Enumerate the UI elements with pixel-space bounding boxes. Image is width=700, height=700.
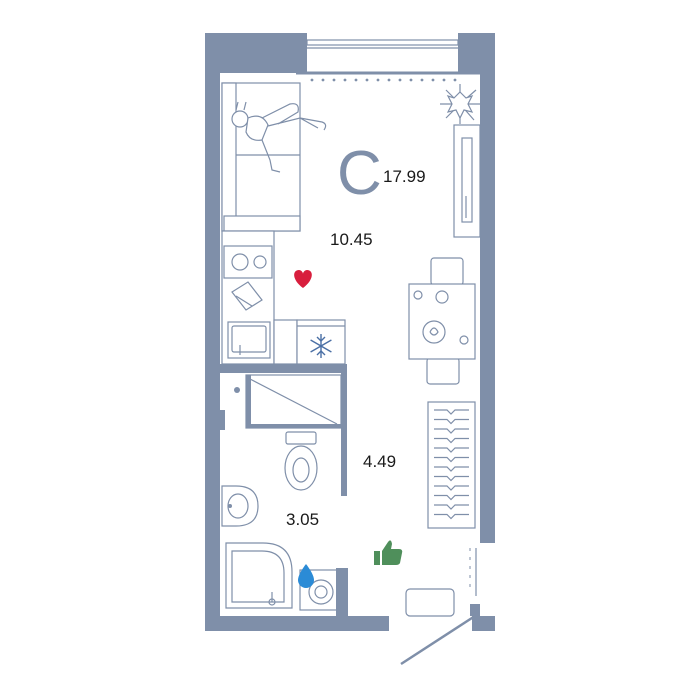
hall-panel [469, 548, 477, 596]
hanger [434, 437, 469, 444]
hanger [434, 513, 469, 520]
hanger [434, 428, 469, 434]
hanger [434, 418, 469, 425]
sofa[interactable] [221, 82, 327, 232]
total-area: 17.99 [383, 167, 426, 186]
water-drop-icon [298, 564, 314, 588]
radiator-dot [321, 78, 325, 82]
snowflake-icon [310, 334, 332, 358]
radiator-dot [332, 78, 336, 82]
entry-bench[interactable] [405, 588, 455, 617]
hanger [434, 504, 469, 510]
hanger [434, 475, 469, 482]
hanger [434, 456, 469, 463]
radiator-dot [453, 78, 457, 82]
radiator-dot [431, 78, 435, 82]
living-area-label: 10.45 [330, 230, 373, 249]
cutting-board-icon [231, 281, 263, 311]
radiator-dot [387, 78, 391, 82]
walls [205, 33, 495, 631]
thumbs-up-icon [374, 540, 403, 565]
bathroom-area-label: 3.05 [286, 510, 319, 529]
drain-dot [234, 387, 240, 393]
corner-bath[interactable] [225, 542, 293, 609]
radiator-dot [343, 78, 347, 82]
hall-area-label: 4.49 [363, 452, 396, 471]
tv-stand[interactable] [453, 124, 481, 238]
dining-set[interactable] [408, 257, 476, 385]
heart-icon [294, 270, 312, 288]
kitchen [221, 230, 346, 365]
hanger [434, 485, 469, 491]
hanger [434, 494, 469, 501]
shower-tray[interactable] [245, 374, 342, 429]
apartment-type-letter: С [337, 139, 382, 208]
radiator-dot [376, 78, 380, 82]
radiator-dot [409, 78, 413, 82]
radiator-dot [310, 78, 314, 82]
radiator-dot [365, 78, 369, 82]
hanger [434, 409, 469, 415]
person-on-sofa [231, 101, 327, 173]
hanger [434, 466, 469, 472]
radiator-dot [442, 78, 446, 82]
radiator-dot [354, 78, 358, 82]
hanger [434, 447, 469, 453]
washbasin[interactable] [221, 485, 259, 527]
plant-icon [440, 84, 480, 124]
toilet[interactable] [284, 431, 318, 491]
kitchen-sink[interactable] [227, 321, 271, 359]
radiator-dot [420, 78, 424, 82]
radiator-dot [398, 78, 402, 82]
entrance-door[interactable] [387, 604, 480, 666]
cooktop[interactable] [223, 245, 273, 279]
window [296, 39, 480, 82]
wardrobe[interactable] [427, 401, 476, 529]
